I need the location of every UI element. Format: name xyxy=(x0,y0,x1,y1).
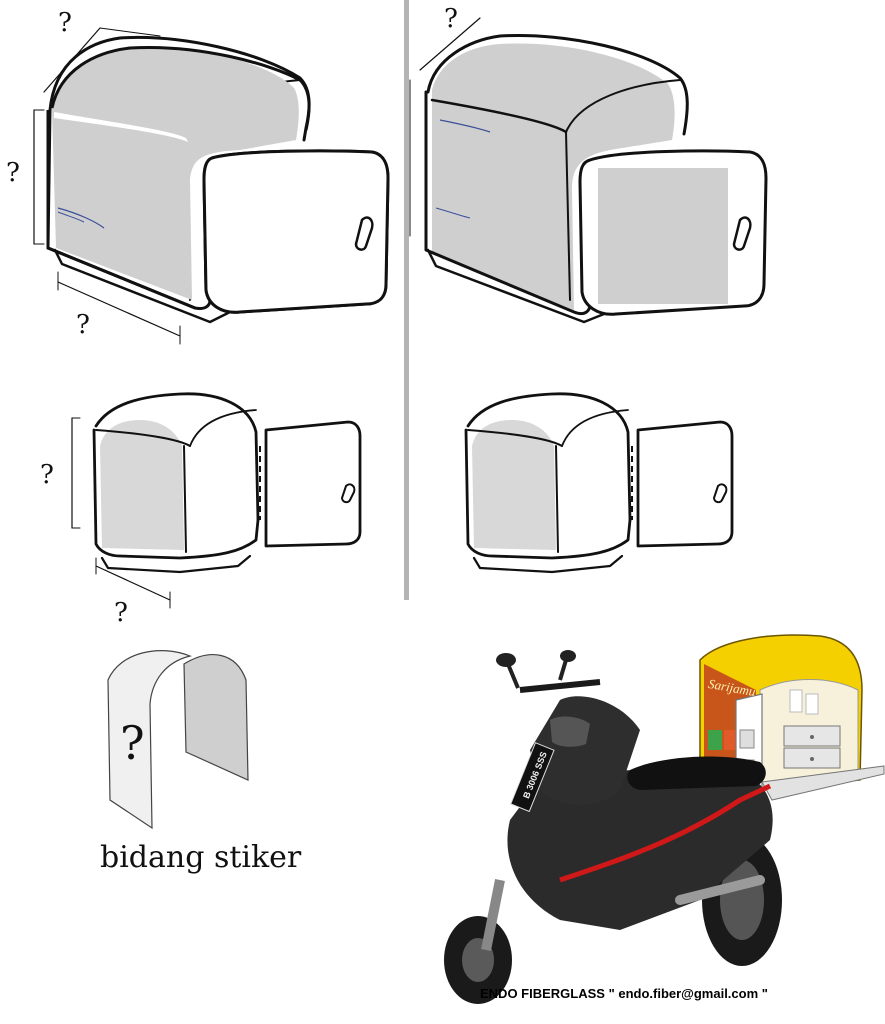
panel-mid-right xyxy=(472,420,556,550)
door-top-left xyxy=(202,149,390,314)
door-handle-top-right xyxy=(732,216,752,251)
panel-top-left xyxy=(52,47,299,300)
dimension-label-top-right-depth: ? xyxy=(444,4,458,34)
dimension-label-mid-left-width: ? xyxy=(114,598,128,628)
dimension-label-mid-left-height: ? xyxy=(40,460,54,490)
sketch-stroke xyxy=(57,211,85,223)
center-divider xyxy=(404,0,409,600)
sketch-stroke xyxy=(439,119,491,133)
sticker-area-mark: ? xyxy=(120,716,145,770)
sketch-stroke xyxy=(57,207,105,229)
dimension-label-top-left-width: ? xyxy=(76,310,90,340)
credit-line: ENDO FIBERGLASS " endo.fiber@gmail.com " xyxy=(480,986,768,1001)
door-handle-top-left xyxy=(354,216,374,251)
box-mid-right xyxy=(464,392,734,574)
panel-top-left-white-band xyxy=(54,112,188,142)
motorcycle-photo xyxy=(444,634,885,1004)
sketch-stroke xyxy=(435,207,471,219)
sticker-shape xyxy=(107,650,249,830)
panel-mid-left xyxy=(100,420,184,550)
dimension-label-top-left-height: ? xyxy=(6,158,20,188)
box-mid-left xyxy=(71,392,362,609)
dimension-label-top-left-depth: ? xyxy=(58,8,72,38)
door-panel-top-right xyxy=(598,168,728,304)
sticker-area-caption: bidang stiker xyxy=(100,840,302,875)
